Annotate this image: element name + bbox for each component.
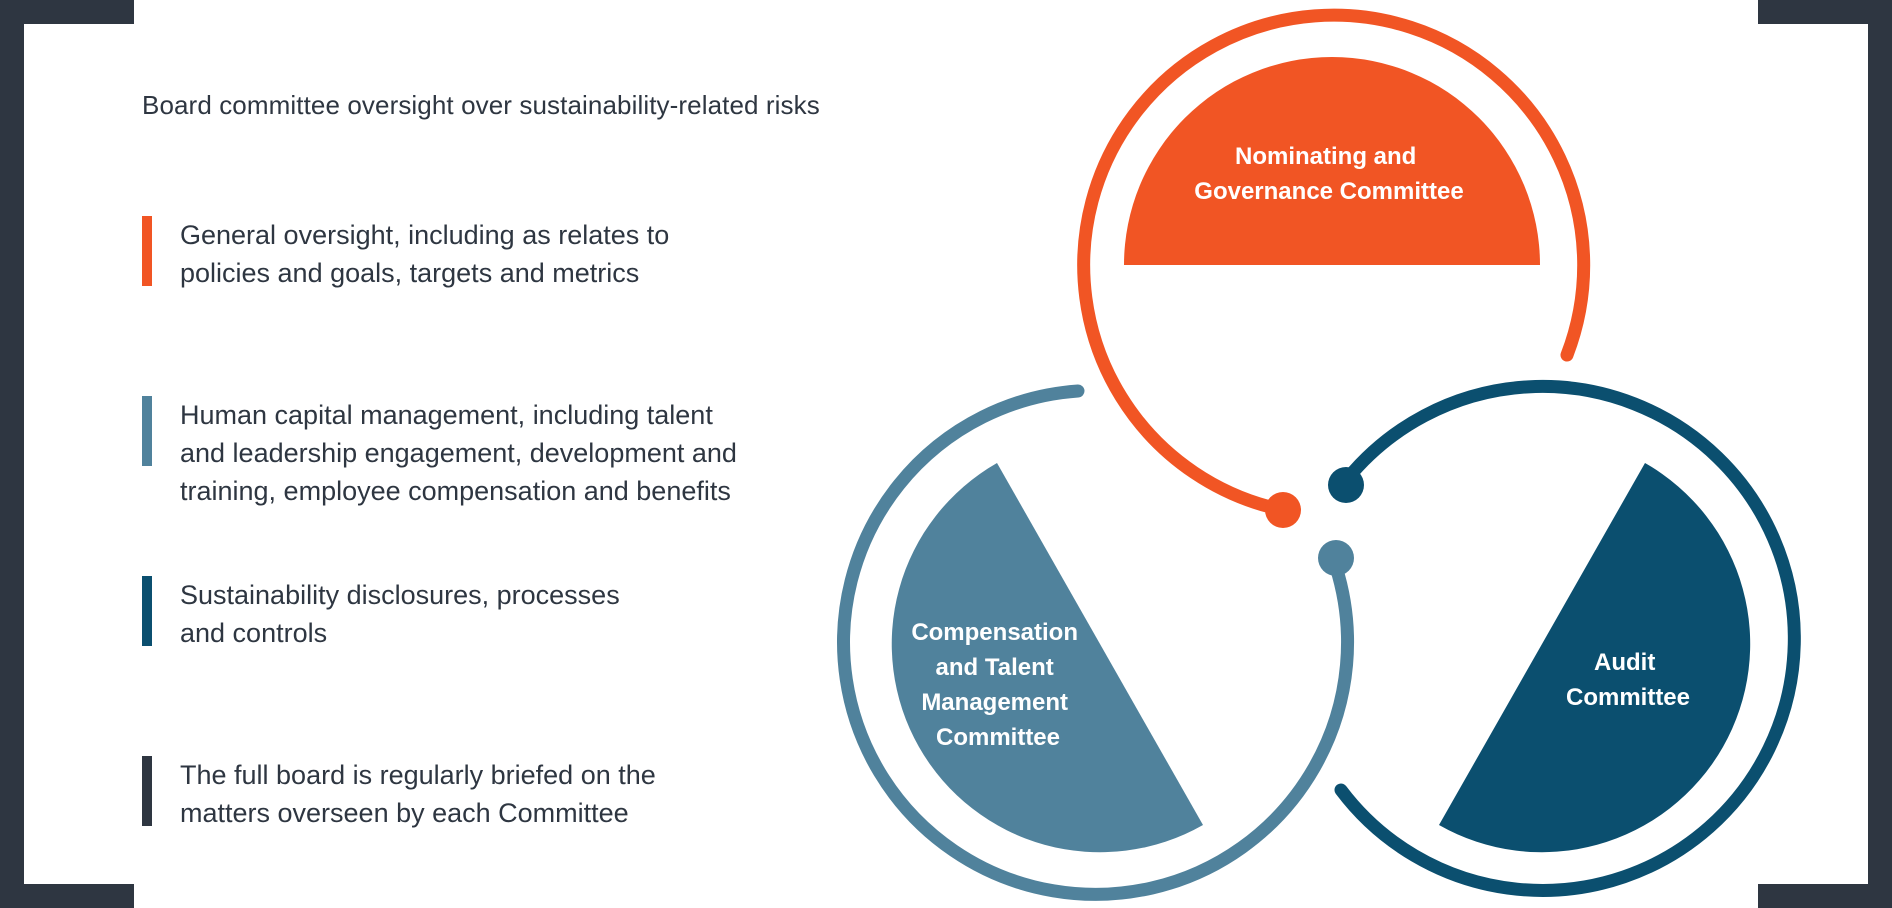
frame-corner-bottom-left <box>24 884 134 908</box>
legend-color-bar <box>142 576 152 646</box>
audit-label-line: Committee <box>1566 684 1690 711</box>
legend-color-bar <box>142 396 152 466</box>
legend-item-sustainability-disclosures: Sustainability disclosures, processes an… <box>142 576 822 652</box>
page-heading: Board committee oversight over sustainab… <box>142 90 820 120</box>
legend-color-bar <box>142 216 152 286</box>
frame-left-bar <box>0 0 24 908</box>
nominating-governance-group: Nominating and Governance Committee <box>1077 8 1591 528</box>
nominating-ring-arc <box>1077 8 1591 517</box>
compensation-ring-end-dot <box>1318 540 1354 576</box>
legend-item-human-capital: Human capital management, including tale… <box>142 396 822 510</box>
nominating-segment <box>1124 57 1540 265</box>
audit-label-line: Audit <box>1594 649 1655 676</box>
svg-text:Audit Committee: Audit Committee <box>1566 649 1690 711</box>
compensation-label-line: Compensation <box>911 619 1078 646</box>
legend-text: Human capital management, including tale… <box>180 400 737 506</box>
compensation-label-line: Management <box>921 689 1068 716</box>
nominating-ring-end-dot <box>1265 492 1301 528</box>
legend-text: The full board is regularly briefed on t… <box>180 760 656 828</box>
legend-item-full-board: The full board is regularly briefed on t… <box>142 756 822 832</box>
nominating-label-line: Nominating and <box>1235 143 1416 170</box>
legend-item-general-oversight: General oversight, including as relates … <box>142 216 822 292</box>
svg-text:Nominating and Governanc: Nominating and Governance Committee <box>1194 143 1463 205</box>
nominating-label-line: Governance Committee <box>1194 178 1463 205</box>
compensation-label-line: and Talent <box>936 654 1054 681</box>
svg-text:Compensation and Talent: Compensation and Talent Management Commi… <box>911 619 1084 751</box>
audit-segment <box>1439 463 1751 853</box>
frame-corner-bottom-right <box>1758 884 1868 908</box>
legend-text: Sustainability disclosures, processes an… <box>180 580 620 648</box>
frame-right-bar <box>1868 0 1892 908</box>
legend-text: General oversight, including as relates … <box>180 220 670 288</box>
audit-group: Audit Committee <box>1328 379 1801 897</box>
frame-corner-top-left <box>24 0 134 24</box>
compensation-segment <box>891 463 1203 853</box>
compensation-talent-group: Compensation and Talent Management Commi… <box>837 384 1355 901</box>
audit-ring-arc <box>1334 379 1801 897</box>
audit-ring-end-dot <box>1328 467 1364 503</box>
frame-corner-top-right <box>1758 0 1868 24</box>
compensation-ring-arc <box>837 384 1355 901</box>
compensation-label-line: Committee <box>936 724 1060 751</box>
legend-color-bar <box>142 756 152 826</box>
